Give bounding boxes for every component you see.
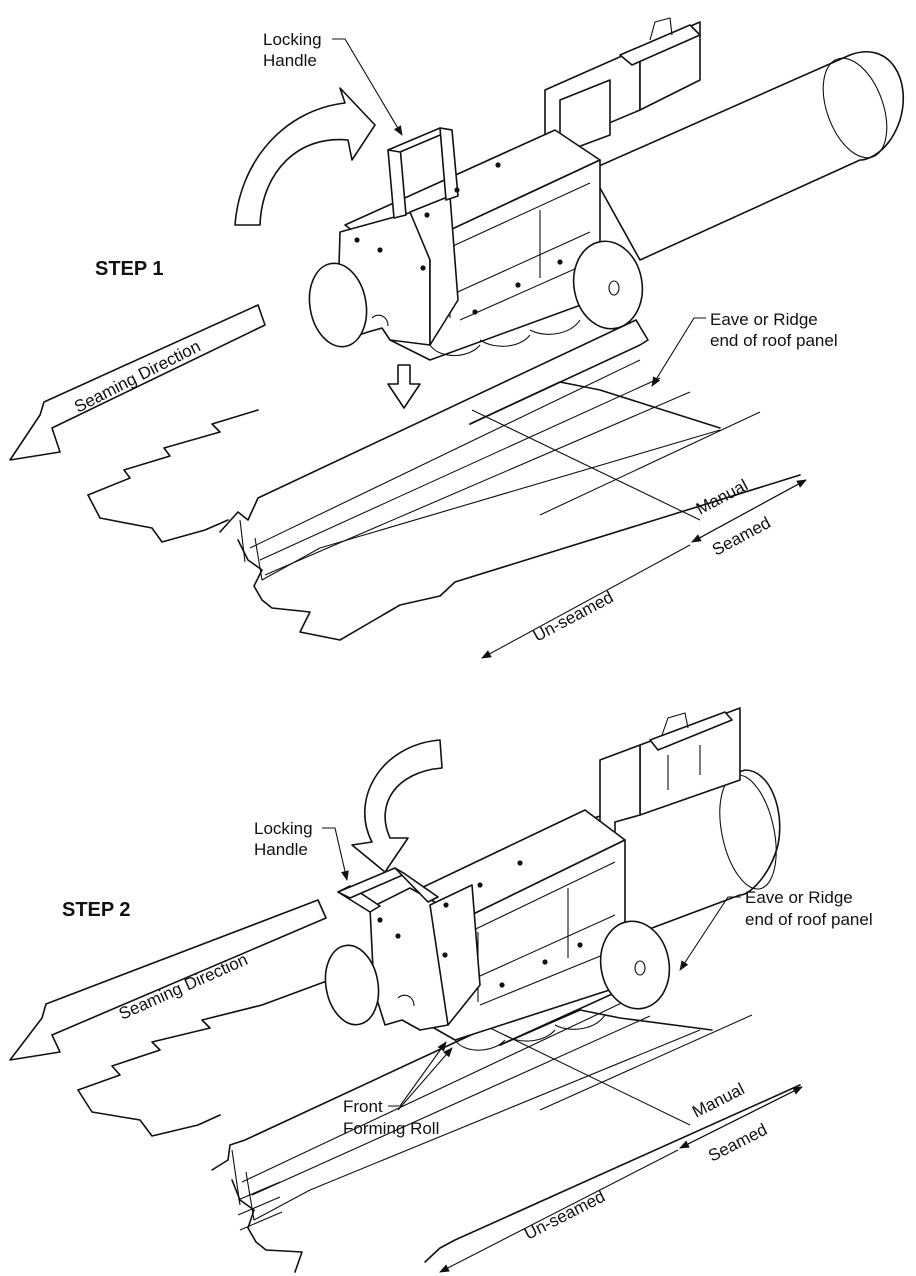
step2-eave-label-1: Eave or Ridge [745, 888, 853, 907]
step1-seaming-direction-label: Seaming Direction [71, 337, 203, 417]
step1-eave-label-1: Eave or Ridge [710, 310, 818, 329]
step1-eave-leader [651, 317, 706, 387]
step2-eave-leader [679, 896, 741, 971]
step1-locking-handle-leader [332, 38, 403, 136]
step1-manual-label: Manual [693, 476, 751, 519]
step2-figure: STEP 2 Seaming Direction [9, 707, 873, 1273]
step2-locking-handle-label-2: Handle [254, 840, 308, 859]
step2-locking-handle-label-1: Locking [254, 819, 313, 838]
step1-roof-panel [87, 319, 801, 641]
step2-eave-label-2: end of roof panel [745, 910, 873, 929]
step1-figure: STEP 1 Seaming Direction [9, 17, 905, 659]
step1-locking-handle-label-1: Locking [263, 30, 322, 49]
step2-front-roll-leader [388, 1041, 447, 1107]
step1-locking-handle-label-2: Handle [263, 51, 317, 70]
step2-unseamed-label: Un-seamed [521, 1187, 608, 1244]
step1-seamer-tool [308, 17, 905, 361]
step2-seaming-direction-arrow: Seaming Direction [9, 899, 327, 1061]
step1-seamed-label: Seamed [709, 513, 774, 560]
step2-manual-label: Manual [689, 1079, 747, 1121]
step1-unseamed-label: Un-seamed [530, 588, 617, 646]
step1-down-arrow [387, 364, 421, 409]
step2-title: STEP 2 [62, 899, 131, 921]
step1-title: STEP 1 [95, 258, 164, 280]
step2-front-roll-label-2: Forming Roll [343, 1119, 439, 1138]
step1-rotate-arrow [234, 87, 376, 226]
step2-locking-handle-leader [322, 827, 349, 881]
step1-unseamed-dimension [481, 544, 691, 659]
step2-unseamed-dimension [439, 1149, 679, 1273]
step2-front-roll-label-1: Front [343, 1097, 383, 1116]
step2-seamed-label: Seamed [705, 1120, 770, 1166]
step1-eave-label-2: end of roof panel [710, 331, 838, 350]
step2-seamer-tool [324, 707, 781, 1051]
step2-rotate-arrow [351, 739, 443, 873]
step1-seaming-direction-arrow: Seaming Direction [9, 304, 266, 461]
